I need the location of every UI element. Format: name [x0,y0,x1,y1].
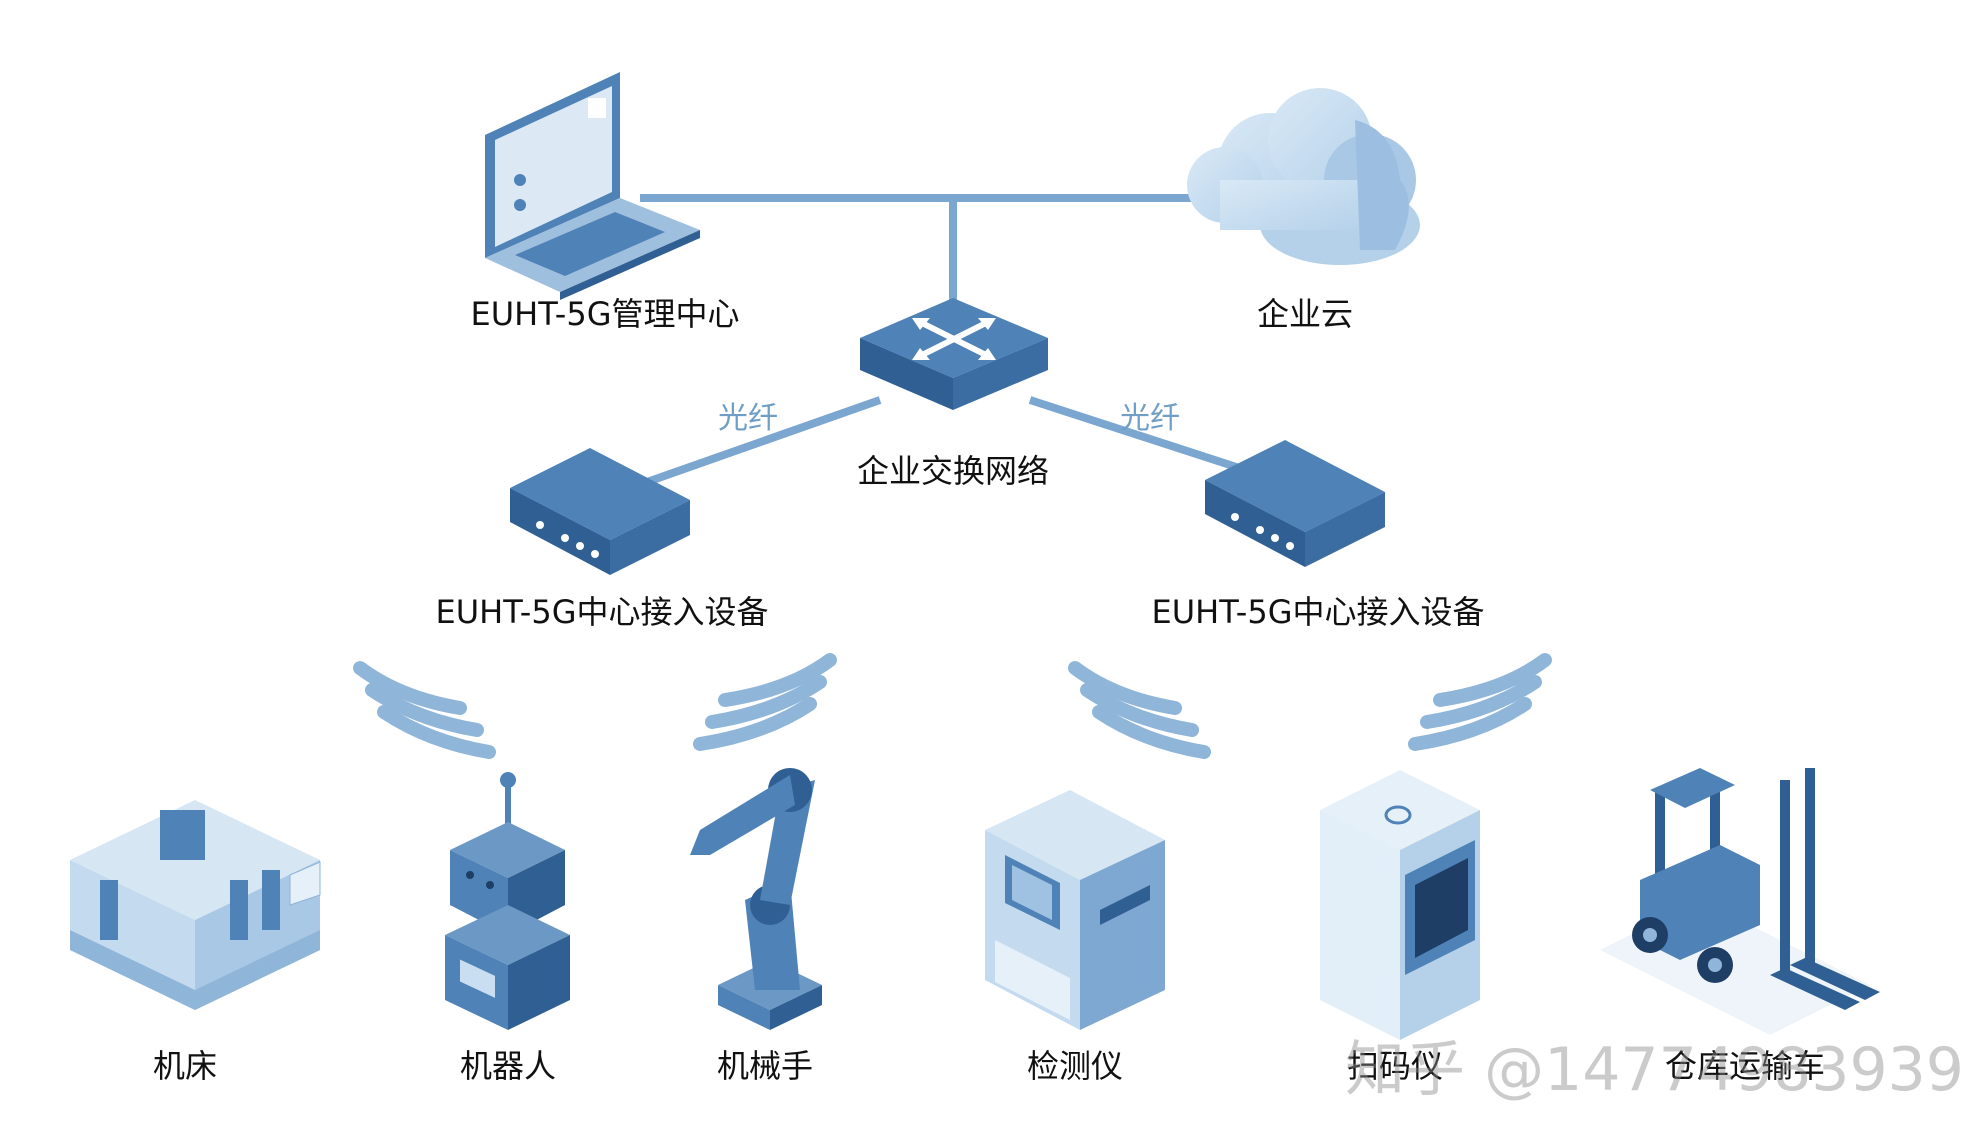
watermark: 知乎 @14774983939 [1345,1035,1964,1105]
network-diagram [70,72,1880,1040]
terminal-label-tester: 检测仪 [1026,1047,1124,1085]
access-device-left-label: EUHT-5G中心接入设备 [435,593,769,631]
terminal-label-machine-tool: 机床 [152,1047,218,1085]
cloud-label: 企业云 [1256,295,1354,333]
backbone-lines [628,194,1272,492]
access-device-right-icon [1205,440,1385,567]
switch-icon [860,298,1048,410]
terminal-label-scanner: 扫码仪 [1346,1047,1444,1085]
access-device-left-icon [510,448,690,575]
machine-tool-icon [70,800,321,1010]
robotic-arm-icon [690,768,822,1030]
access-device-right-label: EUHT-5G中心接入设备 [1151,593,1485,631]
tester-icon [985,790,1165,1030]
terminal-label-robotic-arm: 机械手 [716,1047,814,1085]
wave-icon-3 [1068,661,1211,759]
terminal-label-forklift: 仓库运输车 [1664,1047,1826,1085]
wave-icon-4 [1408,653,1552,751]
wireless-waves [353,653,1552,759]
cloud-icon [1187,88,1420,265]
forklift-icon [1600,768,1880,1035]
fiber-label-right: 光纤 [1120,401,1180,436]
mgmt-center-label: EUHT-5G管理中心 [470,295,740,333]
terminal-label-robot: 机器人 [459,1047,557,1085]
laptop-icon [485,72,700,300]
switch-label: 企业交换网络 [856,452,1050,490]
robot-icon [445,772,570,1030]
fiber-label-left: 光纤 [718,401,778,436]
wave-icon-1 [353,661,496,759]
scanner-icon [1320,770,1480,1040]
wave-icon-2 [693,653,837,751]
